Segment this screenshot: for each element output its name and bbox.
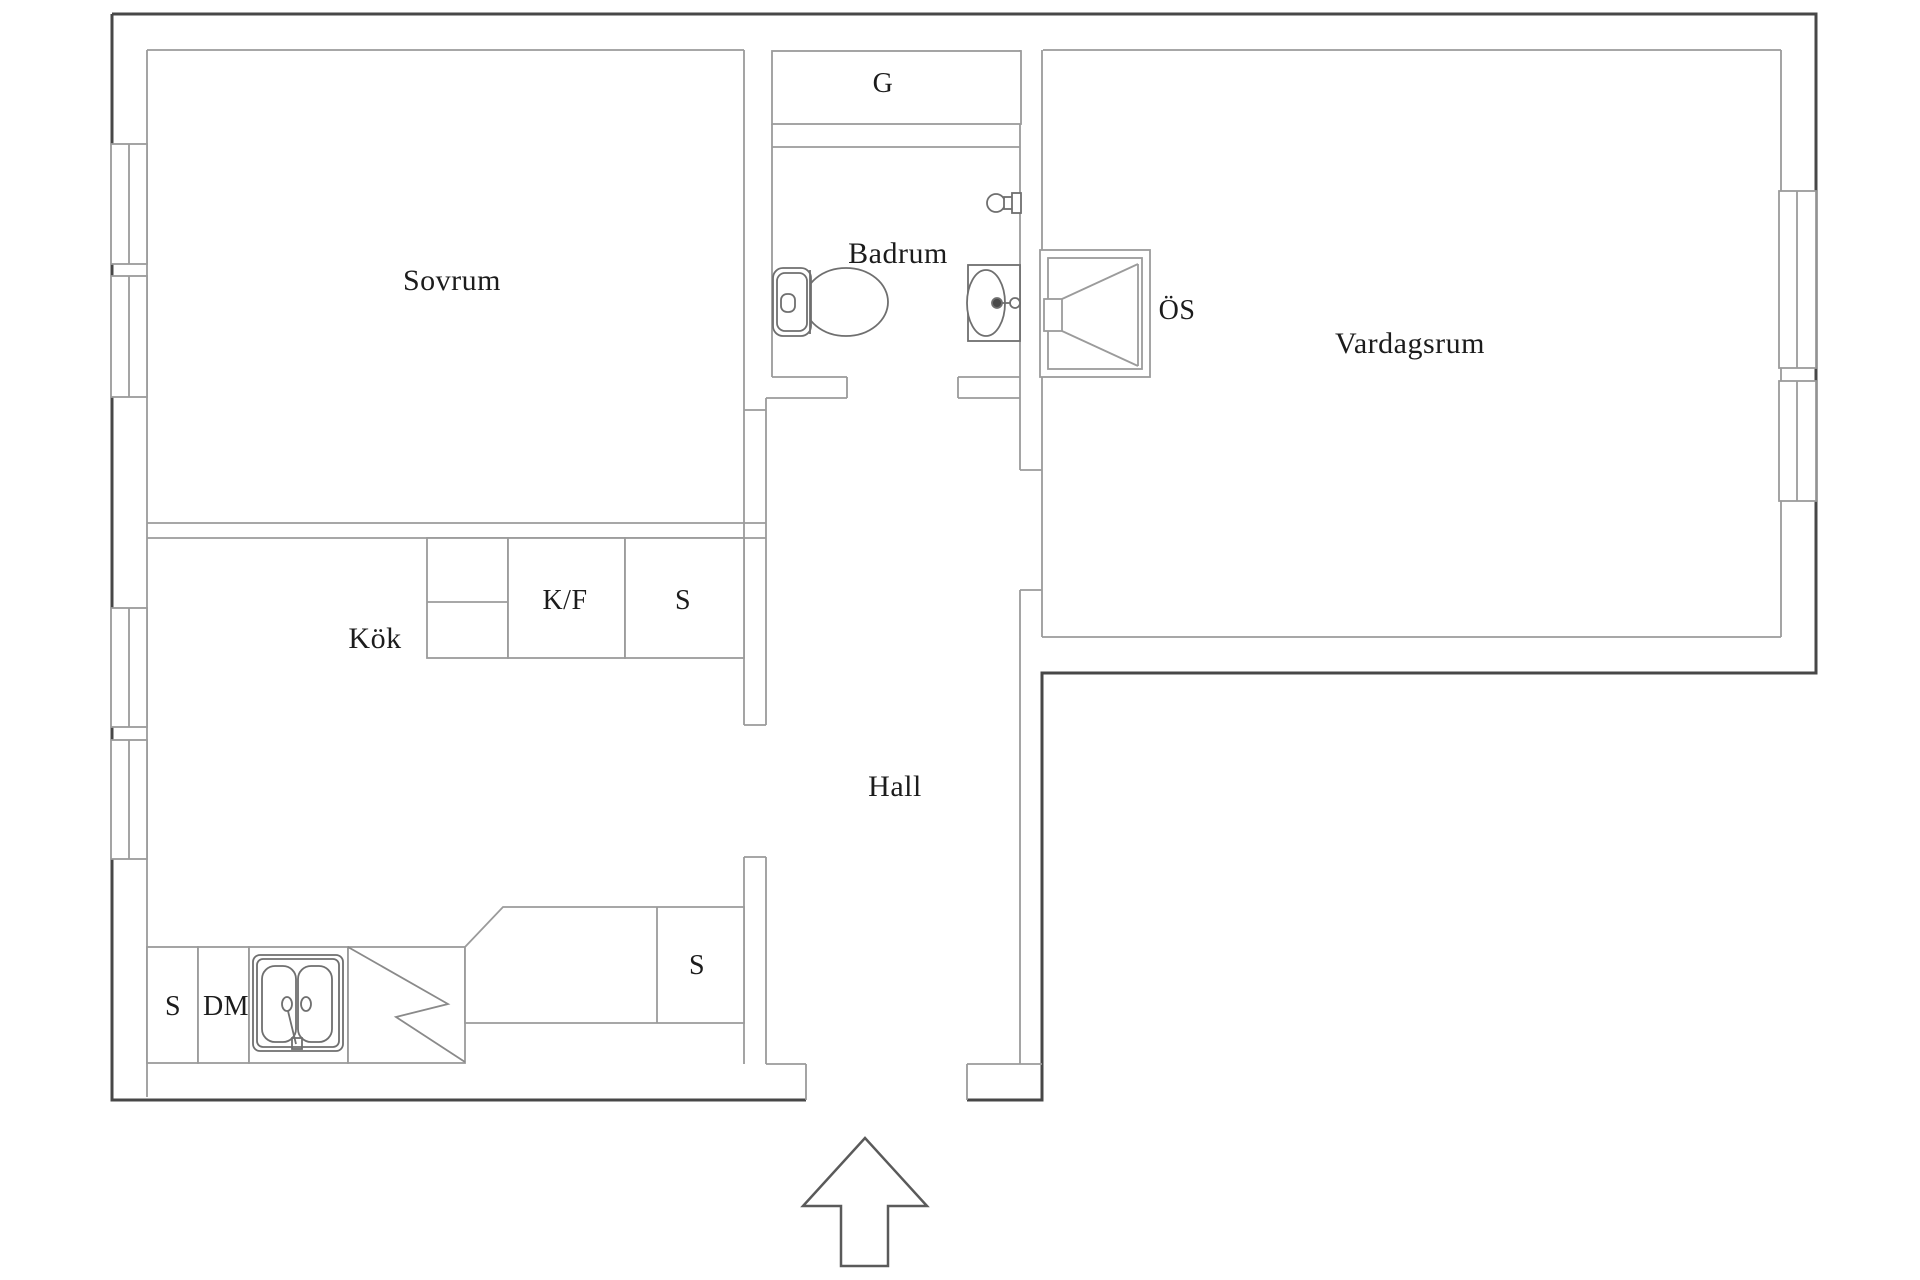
kitchen-base-counter: [146, 906, 745, 1064]
window-symbols: [110, 143, 1817, 860]
closet-label-g: G: [872, 68, 894, 99]
fireplace-label-os: ÖS: [1158, 295, 1196, 326]
room-label-hall: Hall: [868, 770, 922, 803]
towel-hook-symbol: [986, 192, 1022, 214]
cabinet-label-dm: DM: [202, 991, 250, 1022]
garderob-closet-box: [771, 50, 1022, 125]
room-label-sovrum: Sovrum: [402, 264, 502, 297]
cabinet-box: [426, 537, 509, 659]
cabinet-skap-box: [624, 537, 745, 659]
room-label-badrum: Badrum: [848, 237, 948, 270]
interior-wall-lines: [146, 49, 1782, 1100]
cabinet-label-s-base: S: [164, 991, 182, 1022]
kitchen-upper-cabinets: [426, 537, 745, 659]
washbasin-symbol: [966, 264, 1021, 342]
exterior-wall-outline: [110, 12, 1818, 1102]
cabinet-label-s-upper: S: [674, 585, 692, 616]
entrance-arrow-icon: [800, 1136, 930, 1268]
counter-right-band: [464, 906, 745, 1024]
kitchen-sink-symbol: [252, 954, 344, 1052]
toilet-symbol: [772, 267, 889, 337]
room-label-vardagsrum: Vardagsrum: [1335, 327, 1485, 360]
cabinet-label-kf: K/F: [542, 585, 588, 616]
stove-symbol: [347, 946, 466, 1063]
dishwasher-box: [197, 946, 250, 1064]
cabinet-label-s-counter: S: [688, 950, 706, 981]
room-label-kok: Kök: [348, 622, 402, 655]
fireplace-symbol: [1039, 249, 1151, 378]
